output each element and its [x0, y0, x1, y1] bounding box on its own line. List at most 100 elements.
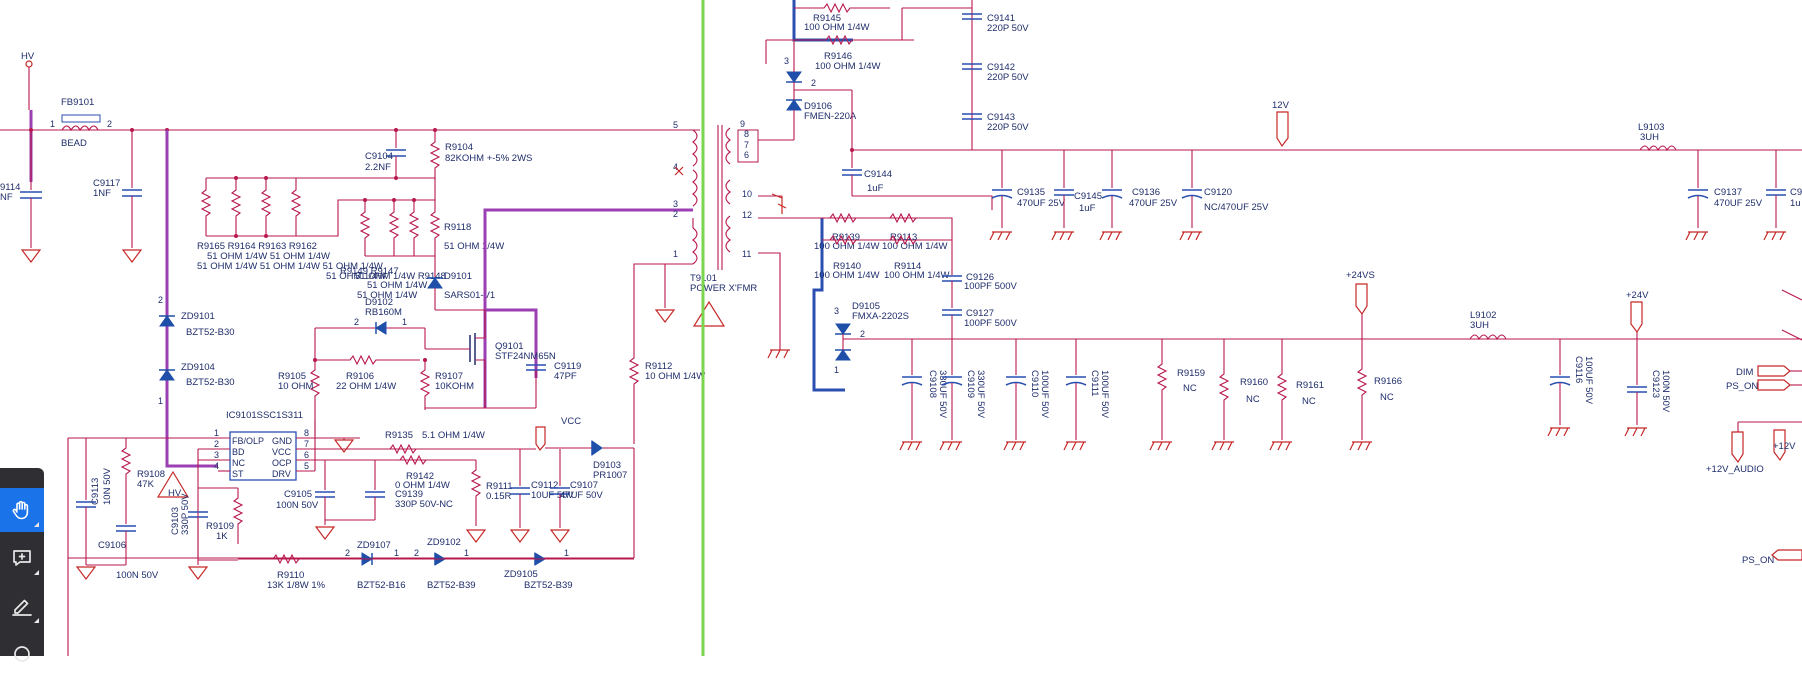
svg-text:10KOHM: 10KOHM: [435, 381, 474, 392]
svg-text:22 OHM 1/4W: 22 OHM 1/4W: [336, 381, 396, 392]
svg-text:R9108: R9108: [137, 469, 165, 480]
zd9107: ZD9107 BZT52-B16 2 1: [345, 540, 406, 591]
svg-text:13K 1/8W 1%: 13K 1/8W 1%: [267, 580, 326, 591]
svg-text:C9106: C9106: [98, 540, 126, 551]
add-comment-button[interactable]: [0, 536, 44, 580]
svg-text:6: 6: [304, 450, 309, 460]
drain-highlight-branch: [485, 308, 538, 378]
fb9101: FB9101 BEAD 1 2: [50, 97, 112, 149]
svg-text:7: 7: [744, 140, 749, 150]
svg-text:100PF 500V: 100PF 500V: [964, 281, 1017, 292]
svg-text:R9142: R9142: [406, 471, 434, 482]
svg-text:C9136: C9136: [1132, 187, 1160, 198]
c9141: C9141 220P 50V: [962, 13, 1029, 34]
svg-text:IC9101SSC1S311: IC9101SSC1S311: [226, 410, 303, 421]
svg-text:220P 50V: 220P 50V: [987, 122, 1029, 133]
svg-text:FMEN-220A: FMEN-220A: [804, 111, 857, 122]
r9118: R9118 51 OHM 1/4W: [429, 200, 504, 256]
t9101-secondary-pins: 9 8 7 6 10 12 11: [737, 119, 794, 359]
svg-text:+24V: +24V: [1626, 290, 1649, 301]
svg-text:1: 1: [402, 317, 407, 327]
svg-text:R9145: R9145: [813, 13, 841, 24]
svg-text:R9104: R9104: [445, 142, 473, 153]
r9106: R9106 22 OHM 1/4W: [315, 354, 420, 392]
svg-text:10 OHM 1/4W: 10 OHM 1/4W: [645, 371, 705, 382]
svg-text:R9149 R9147: R9149 R9147: [340, 266, 399, 277]
d9102: D9102 RB160M 2 1: [315, 297, 425, 335]
hand-tool-button[interactable]: [0, 488, 44, 532]
svg-text:R9109: R9109: [206, 521, 234, 532]
hand-icon: [12, 500, 29, 520]
svg-text:51 OHM 1/4W: 51 OHM 1/4W: [326, 271, 386, 282]
svg-text:C9116: C9116: [1573, 356, 1584, 383]
svg-text:C9119: C9119: [554, 361, 581, 372]
svg-text:100 OHM 1/4W: 100 OHM 1/4W: [814, 270, 879, 281]
svg-text:PS_ON: PS_ON: [1742, 555, 1774, 566]
svg-text:NC: NC: [1302, 396, 1316, 407]
svg-text:D9101: D9101: [444, 271, 472, 282]
svg-text:1: 1: [158, 396, 163, 406]
svg-text:R9160: R9160: [1240, 377, 1268, 388]
r9142: R9142 0 OHM 1/4W: [395, 454, 450, 491]
c9111: C9111 100UF 50V: [1063, 339, 1110, 451]
svg-text:C9144: C9144: [864, 169, 892, 180]
svg-text:C9120: C9120: [1204, 187, 1232, 198]
svg-text:C9: C9: [1790, 187, 1802, 198]
svg-text:C9145: C9145: [1074, 191, 1102, 202]
svg-text:330UF 50V: 330UF 50V: [937, 370, 948, 419]
svg-text:PS_ON: PS_ON: [1726, 381, 1758, 392]
v12-audio-connector: +12V_AUDIO: [1706, 421, 1802, 475]
c9109: C9109 330UF 50V: [939, 339, 986, 451]
r9109: R9109 1K: [198, 487, 244, 561]
svg-text:3: 3: [214, 450, 219, 460]
svg-text:1: 1: [214, 428, 219, 438]
shape-tool-button[interactable]: [0, 630, 44, 674]
c9126: C9126 100PF 500V: [942, 272, 1017, 308]
draw-tool-button[interactable]: [0, 584, 44, 628]
c9117: C9117 1NF: [93, 130, 143, 263]
svg-text:51 OHM 1/4W 51 OHM 1/4W: 51 OHM 1/4W 51 OHM 1/4W: [207, 251, 330, 262]
r9165-r9162-bank: R9165 R9164 R9163 R9162 51 OHM 1/4W 51 O…: [197, 176, 383, 272]
svg-text:+12V_AUDIO: +12V_AUDIO: [1706, 464, 1764, 475]
svg-text:51 OHM 1/4W: 51 OHM 1/4W: [357, 290, 417, 301]
svg-text:R9110: R9110: [277, 570, 304, 581]
svg-text:Q9101: Q9101: [495, 341, 524, 352]
svg-text:FB/OLP: FB/OLP: [232, 436, 264, 446]
svg-text:D9103: D9103: [593, 460, 621, 471]
svg-text:PR1007: PR1007: [593, 470, 627, 481]
svg-text:2: 2: [345, 548, 350, 558]
c91xx-partial: C9 1u: [1763, 150, 1802, 241]
svg-text:100 OHM 1/4W: 100 OHM 1/4W: [804, 22, 869, 33]
svg-text:47K: 47K: [137, 479, 155, 490]
c9103: C9103 330P 50V: [170, 493, 209, 580]
svg-text:C9108: C9108: [927, 370, 938, 398]
svg-text:ZD9105: ZD9105: [504, 569, 538, 580]
svg-text:5: 5: [673, 120, 678, 130]
svg-text:220P 50V: 220P 50V: [987, 23, 1029, 34]
zd9101: ZD9101 BZT52-B30 2: [158, 295, 235, 338]
svg-text:51 OHM 1/4W: 51 OHM 1/4W: [367, 280, 427, 291]
svg-text:3UH: 3UH: [1470, 320, 1489, 331]
svg-text:C9107: C9107: [570, 480, 598, 491]
svg-text:C9141: C9141: [987, 13, 1015, 24]
c9108: C9108 330UF 50V: [899, 339, 948, 451]
svg-text:330P 50V-NC: 330P 50V-NC: [395, 499, 453, 510]
r9107: R9107 10KOHM: [419, 360, 485, 410]
svg-text:+24VS: +24VS: [1346, 270, 1375, 281]
r9146: R9146 100 OHM 1/4W: [766, 34, 914, 72]
c9106: C9106 100N 50V: [86, 525, 159, 581]
svg-text:5.1 OHM 1/4W: 5.1 OHM 1/4W: [422, 430, 485, 441]
r9166: R9166 NC: [1349, 339, 1402, 451]
svg-text:3: 3: [834, 306, 839, 316]
svg-text:9: 9: [740, 119, 745, 129]
r9105: R9105 10 OHM: [278, 360, 321, 436]
svg-text:2: 2: [354, 317, 359, 327]
svg-text:C9142: C9142: [987, 62, 1015, 73]
d9103: D9103 PR1007: [545, 440, 634, 481]
svg-text:C9123: C9123: [1650, 370, 1661, 398]
svg-text:R9161: R9161: [1296, 380, 1324, 391]
svg-text:L9102: L9102: [1470, 310, 1496, 321]
hv-triangle: HV: [156, 470, 190, 499]
svg-text:ZD9104: ZD9104: [181, 362, 215, 373]
svg-text:100N 50V: 100N 50V: [276, 500, 319, 511]
